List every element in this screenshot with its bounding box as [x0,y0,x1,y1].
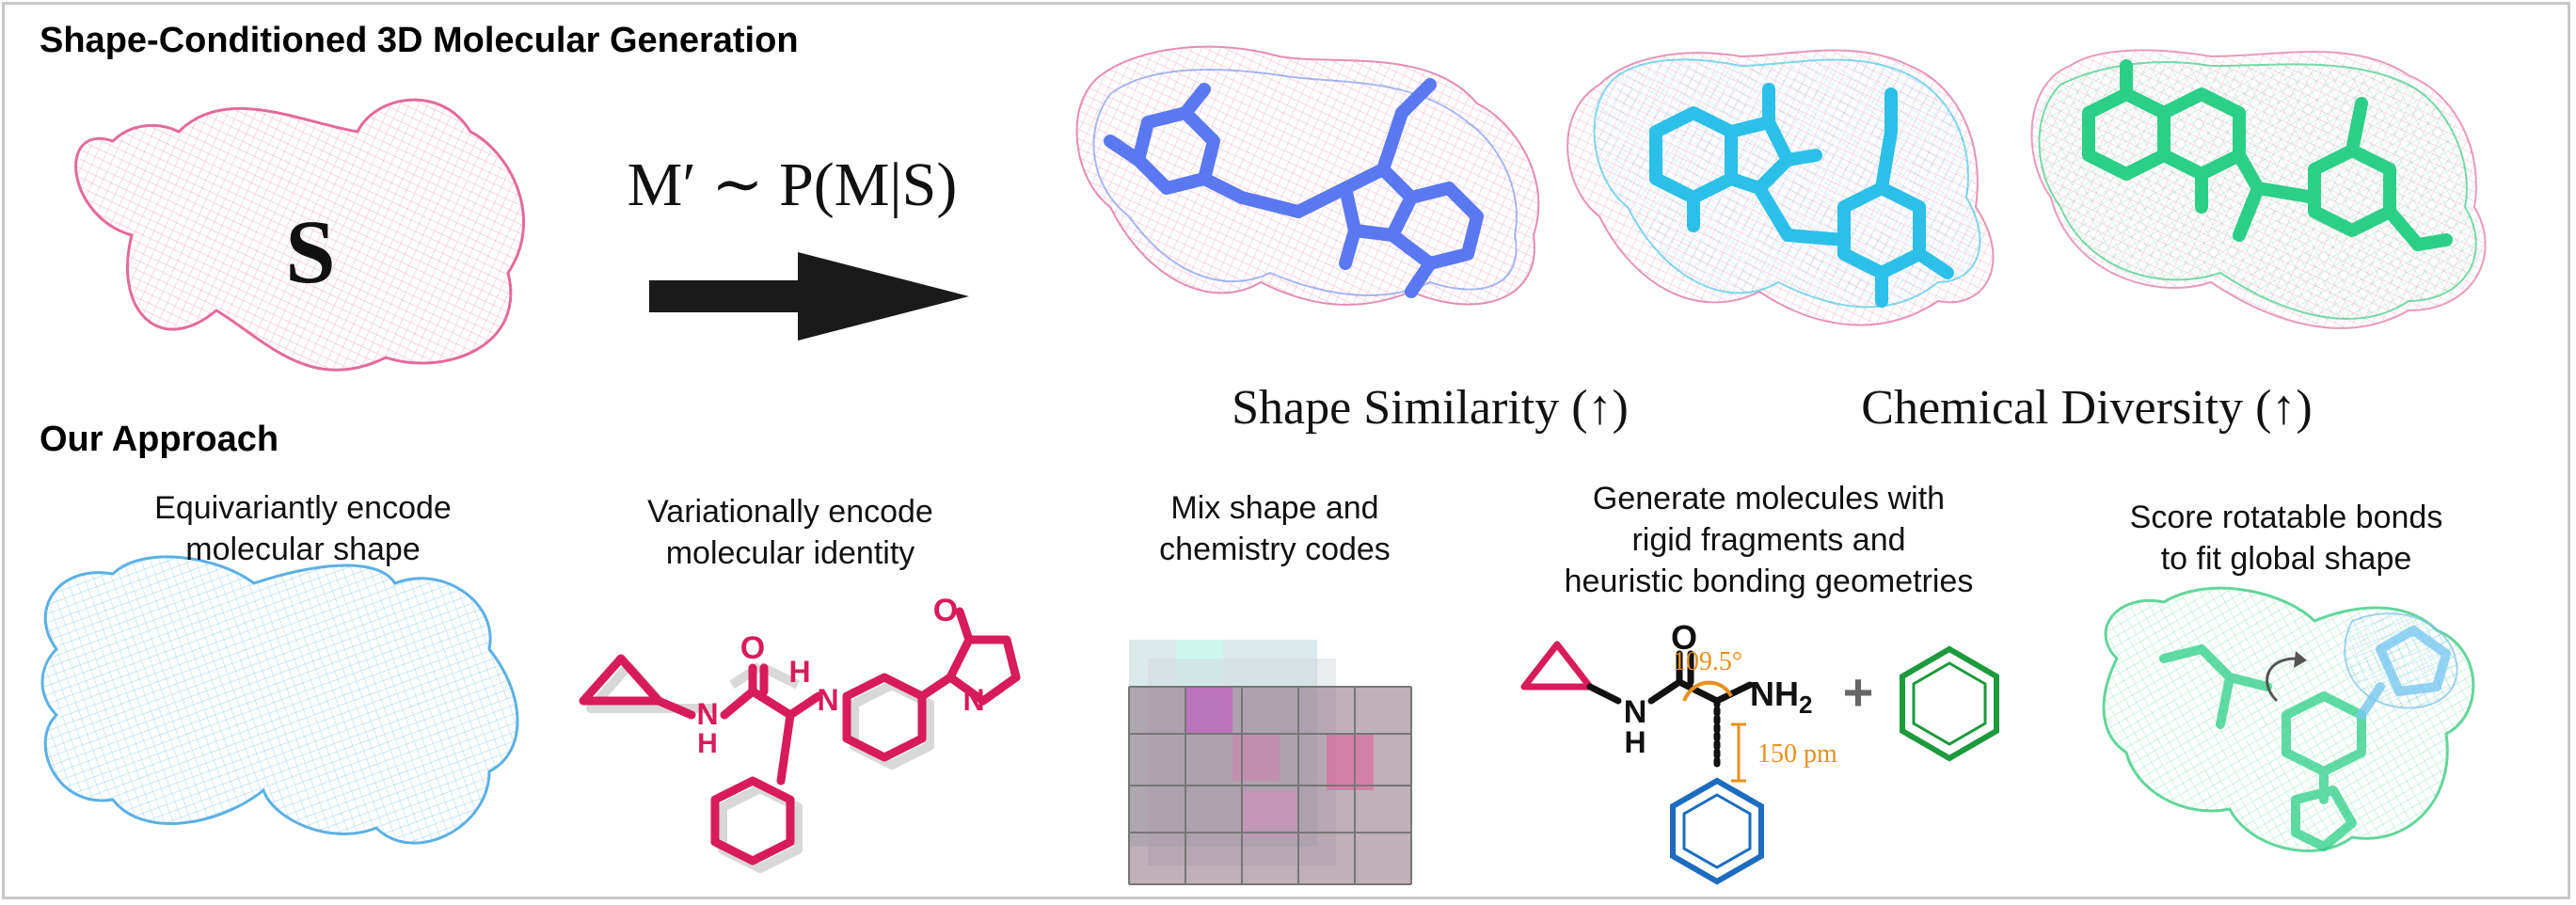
scored-conformer [2102,586,2475,852]
approach-title: Our Approach [40,420,279,459]
step-mix-codes: Mix shape and chemistry codes [1159,490,1391,568]
plus-sign: + [1843,662,1874,722]
generation-arrow [649,252,969,341]
rotation-arrow-icon [2266,657,2297,703]
nitrogen-atom: N [1624,694,1647,730]
shape-symbol: S [285,201,335,302]
bond-angle-arc [1682,680,1733,702]
conditional-equation: M′ ∼ P(M|S) [628,151,958,219]
encoded-shape-mesh [40,555,519,845]
input-molecule-crimson: O N H H N N O [579,593,1021,873]
oxygen-atom: O [1671,618,1697,657]
step-generate: Generate molecules with rigid fragments … [1564,481,1974,600]
shape-similarity-label: Shape Similarity (↑) [1232,381,1629,435]
step-score-bonds: Score rotatable bonds to fit global shap… [2129,500,2443,578]
bond-length-marker [1731,722,1746,783]
step-encode-identity: Variationally encode molecular identity [647,494,933,572]
nitrogen-atom: N [817,683,838,717]
target-shape [74,98,525,372]
oxygen-atom: O [933,593,958,628]
nitrogen-atom: H [788,655,810,689]
bond-length-label: 150 pm [1757,739,1837,769]
generated-molecule-cyan [1566,49,1995,326]
hydrogen-atom: H [1624,725,1646,759]
mixed-code-grids [1128,640,1412,885]
generated-molecule-blue [1075,45,1540,306]
hydrogen-atom: H [697,728,718,759]
figure-title: Shape-Conditioned 3D Molecular Generatio… [40,21,799,60]
oxygen-atom: O [740,630,765,666]
generated-molecule-green [2030,49,2487,329]
nitrogen-atom: N [962,683,984,717]
step-encode-shape: Equivariantly encode molecular shape [154,490,452,568]
bond-angle-label: 109.5° [1673,647,1742,676]
amine-group: NH2 [1750,675,1812,719]
chemical-diversity-label: Chemical Diversity (↑) [1861,381,2312,435]
nitrogen-atom: N [696,697,718,731]
fragment-generation: O N H NH2 109.5° 150 pm + [1520,618,1999,885]
